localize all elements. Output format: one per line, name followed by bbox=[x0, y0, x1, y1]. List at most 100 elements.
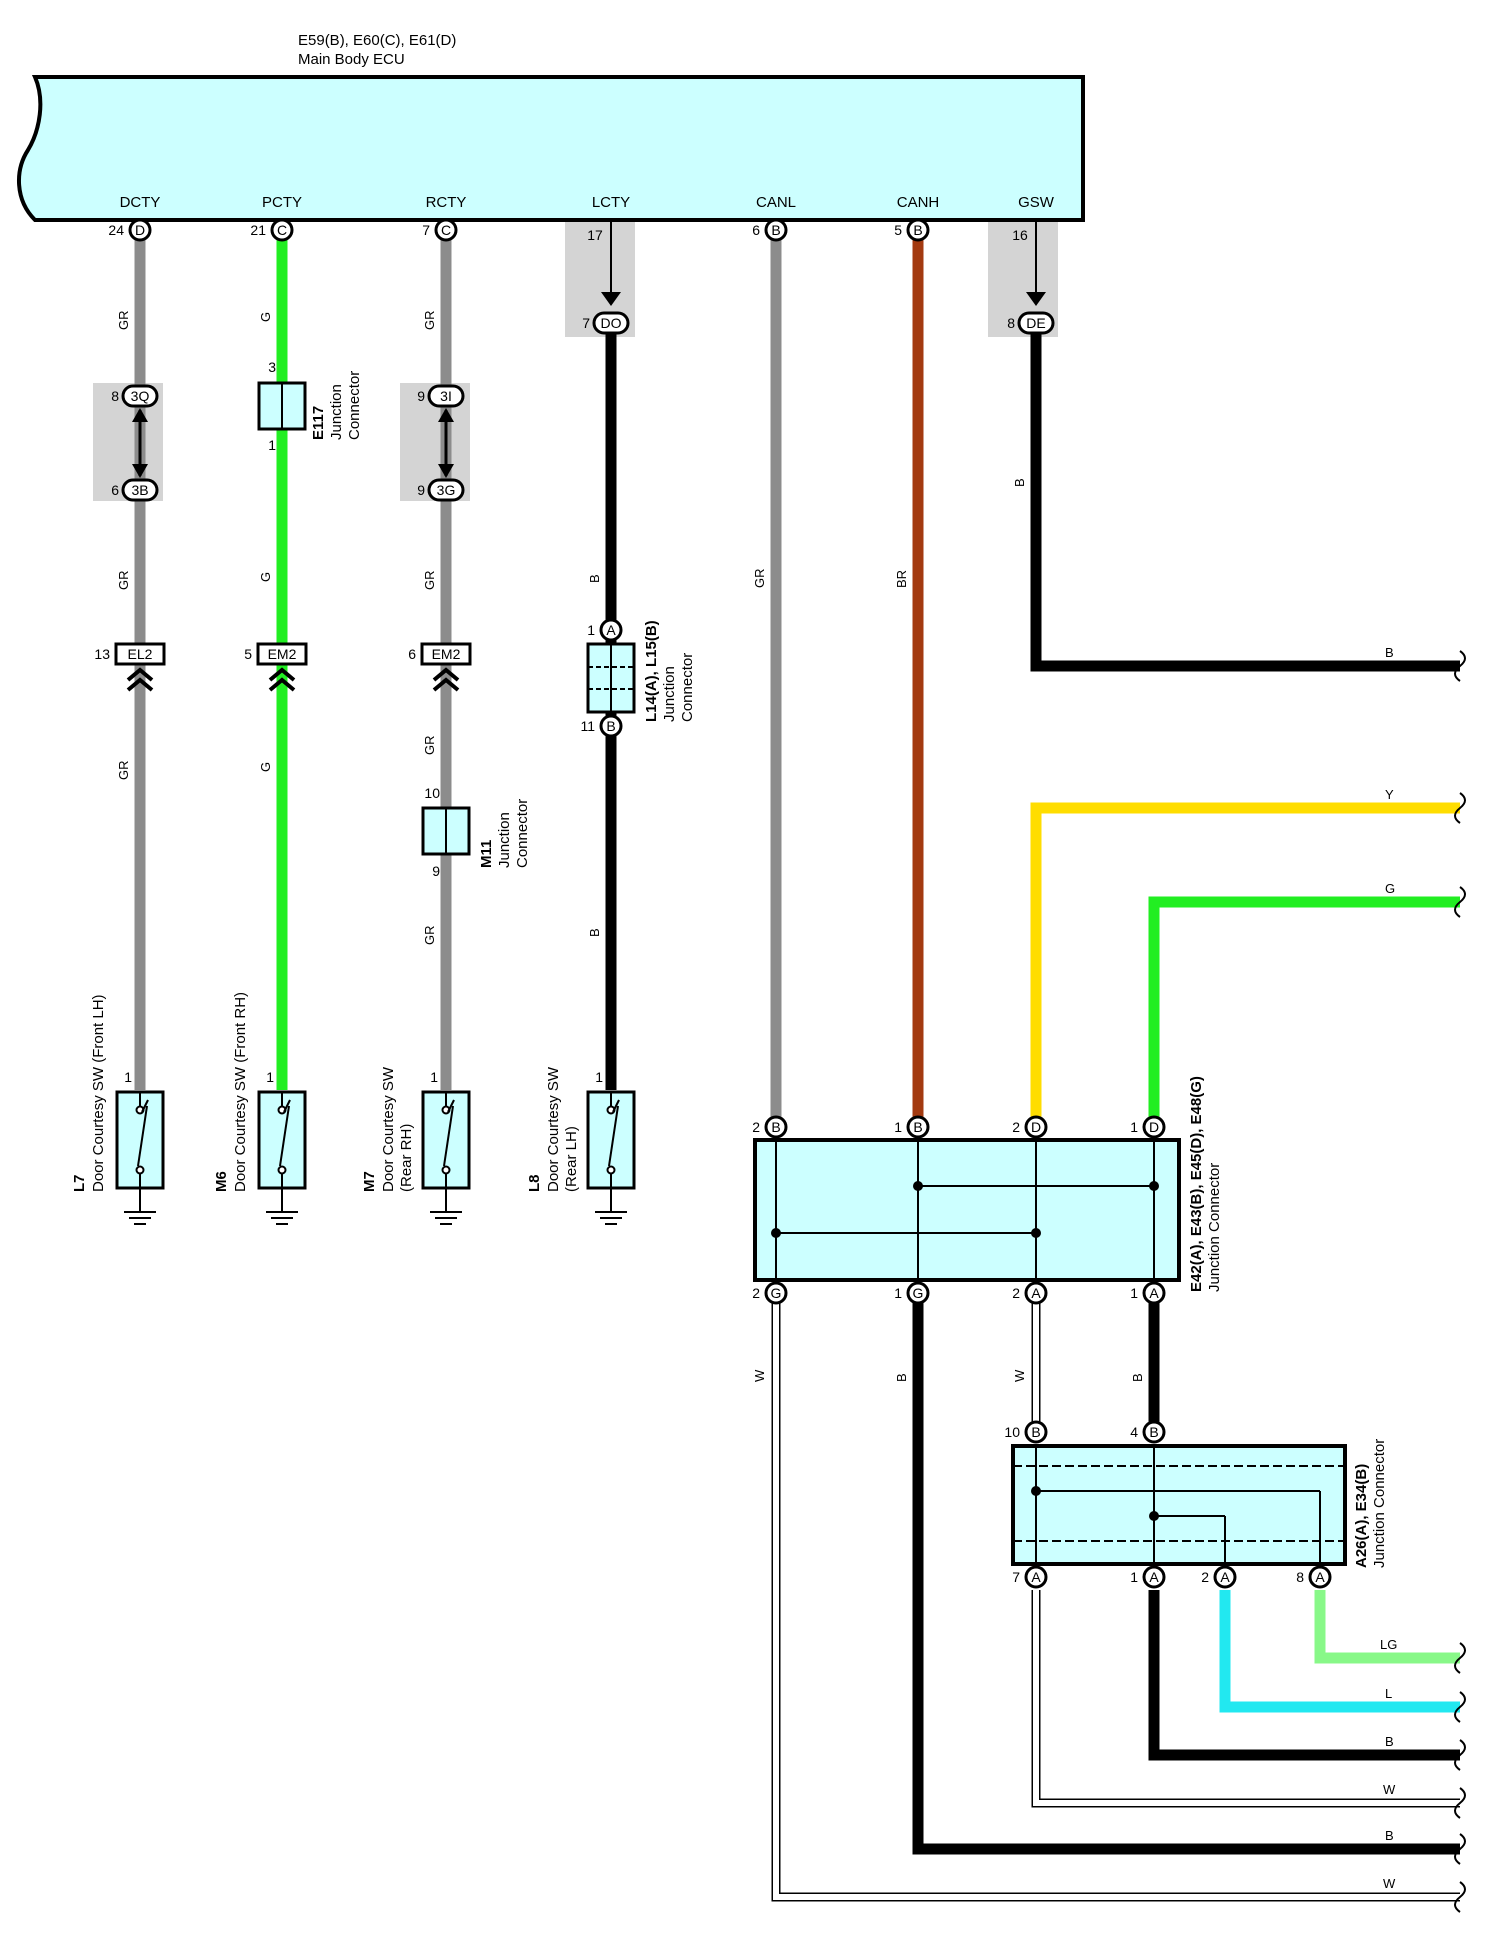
svg-text:G: G bbox=[913, 1285, 924, 1301]
svg-text:1: 1 bbox=[1130, 1569, 1138, 1585]
junction-a26: B 10 B 4 A 7 A 1 A 2 A 8 A26(A), E34(B) … bbox=[1004, 1420, 1388, 1589]
switch-l7: 1 L7 Door Courtesy SW (Front LH) bbox=[71, 994, 165, 1225]
connector-el2: EL2 13 bbox=[94, 642, 166, 692]
svg-text:13: 13 bbox=[94, 646, 110, 662]
svg-text:21: 21 bbox=[250, 222, 266, 238]
svg-text:7: 7 bbox=[582, 315, 590, 331]
wire-code-rcty-3: GR bbox=[422, 736, 437, 756]
svg-text:B: B bbox=[606, 718, 615, 734]
svg-text:7: 7 bbox=[422, 222, 430, 238]
svg-text:8: 8 bbox=[111, 388, 119, 404]
svg-text:EM2: EM2 bbox=[432, 646, 461, 662]
connector-3b: 3B 6 bbox=[111, 478, 159, 502]
svg-text:2: 2 bbox=[1012, 1119, 1020, 1135]
terminal-canl-name: CANL bbox=[756, 194, 796, 211]
pin-canl: B 6 bbox=[752, 218, 788, 242]
svg-text:3: 3 bbox=[268, 359, 276, 375]
svg-text:3G: 3G bbox=[437, 482, 456, 498]
connector-3q: 3Q 8 bbox=[111, 384, 159, 408]
svg-text:A: A bbox=[1031, 1285, 1041, 1301]
wire-code-pcty-1: G bbox=[258, 312, 273, 322]
l7-name: L7 bbox=[71, 1174, 88, 1192]
svg-text:1: 1 bbox=[266, 1069, 274, 1085]
svg-text:1: 1 bbox=[595, 1069, 603, 1085]
wire-code-lg: LG bbox=[1380, 1637, 1397, 1652]
wire-w-a26 bbox=[1031, 1590, 1460, 1808]
wire-code-b-bottom-h: B bbox=[1385, 1828, 1394, 1843]
m7-desc1: Door Courtesy SW bbox=[380, 1066, 397, 1192]
l14-desc1: Junction bbox=[661, 666, 678, 722]
e117-desc1: Junction bbox=[328, 384, 345, 440]
svg-text:DE: DE bbox=[1026, 315, 1045, 331]
l8-name: L8 bbox=[526, 1174, 543, 1192]
svg-text:A: A bbox=[1220, 1569, 1230, 1585]
svg-text:9: 9 bbox=[417, 388, 425, 404]
svg-text:10: 10 bbox=[1004, 1424, 1020, 1440]
svg-text:G: G bbox=[771, 1285, 782, 1301]
wire-code-w-mid: W bbox=[1012, 1369, 1027, 1382]
terminal-gsw-name: GSW bbox=[1018, 194, 1055, 211]
wire-code-g: G bbox=[1385, 881, 1395, 896]
wire-code-lcty-1: B bbox=[587, 574, 602, 583]
connector-do: DO 7 bbox=[582, 311, 630, 335]
svg-text:1: 1 bbox=[124, 1069, 132, 1085]
junction-e42: B 2 B 1 D 2 D 1 G 2 G 1 A 2 A 1 E42(A bbox=[752, 1076, 1223, 1305]
wire-code-w-outer: W bbox=[752, 1369, 767, 1382]
wire-code-pcty-2: G bbox=[258, 572, 273, 582]
svg-text:A: A bbox=[606, 622, 616, 638]
e117-desc2: Connector bbox=[346, 371, 363, 440]
svg-text:A: A bbox=[1149, 1285, 1159, 1301]
wire-code-b-bottom: B bbox=[894, 1373, 909, 1382]
ecu-terminal-names: DCTY PCTY RCTY LCTY CANL CANH GSW bbox=[120, 194, 1055, 211]
wire-code-dcty-2: GR bbox=[116, 571, 131, 591]
svg-text:24: 24 bbox=[108, 222, 124, 238]
svg-text:A: A bbox=[1149, 1569, 1159, 1585]
pin-gsw: 16 bbox=[1012, 222, 1046, 306]
wire-l bbox=[1219, 1590, 1460, 1713]
svg-text:3B: 3B bbox=[131, 482, 148, 498]
wire-code-rcty-1: GR bbox=[422, 311, 437, 331]
svg-text:1: 1 bbox=[268, 437, 276, 453]
svg-text:4: 4 bbox=[1130, 1424, 1138, 1440]
switch-m7: 1 M7 Door Courtesy SW (Rear RH) bbox=[361, 1066, 471, 1225]
svg-text:DO: DO bbox=[601, 315, 622, 331]
pin-canh: B 5 bbox=[894, 218, 930, 242]
svg-text:A: A bbox=[1315, 1569, 1325, 1585]
l8-desc1: Door Courtesy SW bbox=[545, 1066, 562, 1192]
svg-text:2: 2 bbox=[752, 1285, 760, 1301]
ecu-title: E59(B), E60(C), E61(D) bbox=[298, 32, 456, 49]
ecu-subtitle: Main Body ECU bbox=[298, 51, 405, 68]
svg-text:D: D bbox=[1031, 1119, 1041, 1135]
svg-text:C: C bbox=[277, 222, 287, 238]
svg-text:3Q: 3Q bbox=[131, 388, 150, 404]
wire-code-y: Y bbox=[1385, 787, 1394, 802]
wire-code-canh: BR bbox=[894, 570, 909, 588]
junction-m11: 10 9 M11 Junction Connector bbox=[421, 785, 531, 879]
m11-name: M11 bbox=[478, 840, 495, 868]
svg-text:10: 10 bbox=[424, 785, 440, 801]
svg-text:D: D bbox=[135, 222, 145, 238]
m7-name: M7 bbox=[361, 1171, 378, 1192]
m7-desc2: (Rear RH) bbox=[398, 1124, 415, 1192]
m6-name: M6 bbox=[213, 1171, 230, 1192]
svg-text:7: 7 bbox=[1012, 1569, 1020, 1585]
wire-breaks bbox=[1454, 650, 1466, 1913]
e117-name: E117 bbox=[310, 406, 327, 440]
wire-color-labels: GR GR GR G G G GR GR GR GR B B GR BR B B… bbox=[116, 311, 1397, 1892]
svg-text:D: D bbox=[1149, 1119, 1159, 1135]
svg-text:B: B bbox=[1149, 1424, 1158, 1440]
connector-3i: 3I 9 bbox=[417, 384, 465, 408]
wire-lg bbox=[1314, 1590, 1460, 1664]
terminal-lcty-name: LCTY bbox=[592, 194, 630, 211]
svg-text:6: 6 bbox=[752, 222, 760, 238]
junction-l14: A 1 B 11 L14(A), L15(B) Junction Connect… bbox=[580, 618, 696, 738]
a26-top-pins: B 10 B 4 bbox=[1004, 1420, 1166, 1444]
svg-text:8: 8 bbox=[1296, 1569, 1304, 1585]
wire-g-right bbox=[1148, 896, 1460, 1120]
svg-text:1: 1 bbox=[894, 1285, 902, 1301]
svg-text:2: 2 bbox=[1012, 1285, 1020, 1301]
switch-l8: 1 L8 Door Courtesy SW (Rear LH) bbox=[526, 1066, 636, 1225]
svg-text:B: B bbox=[771, 1119, 780, 1135]
svg-text:2: 2 bbox=[752, 1119, 760, 1135]
